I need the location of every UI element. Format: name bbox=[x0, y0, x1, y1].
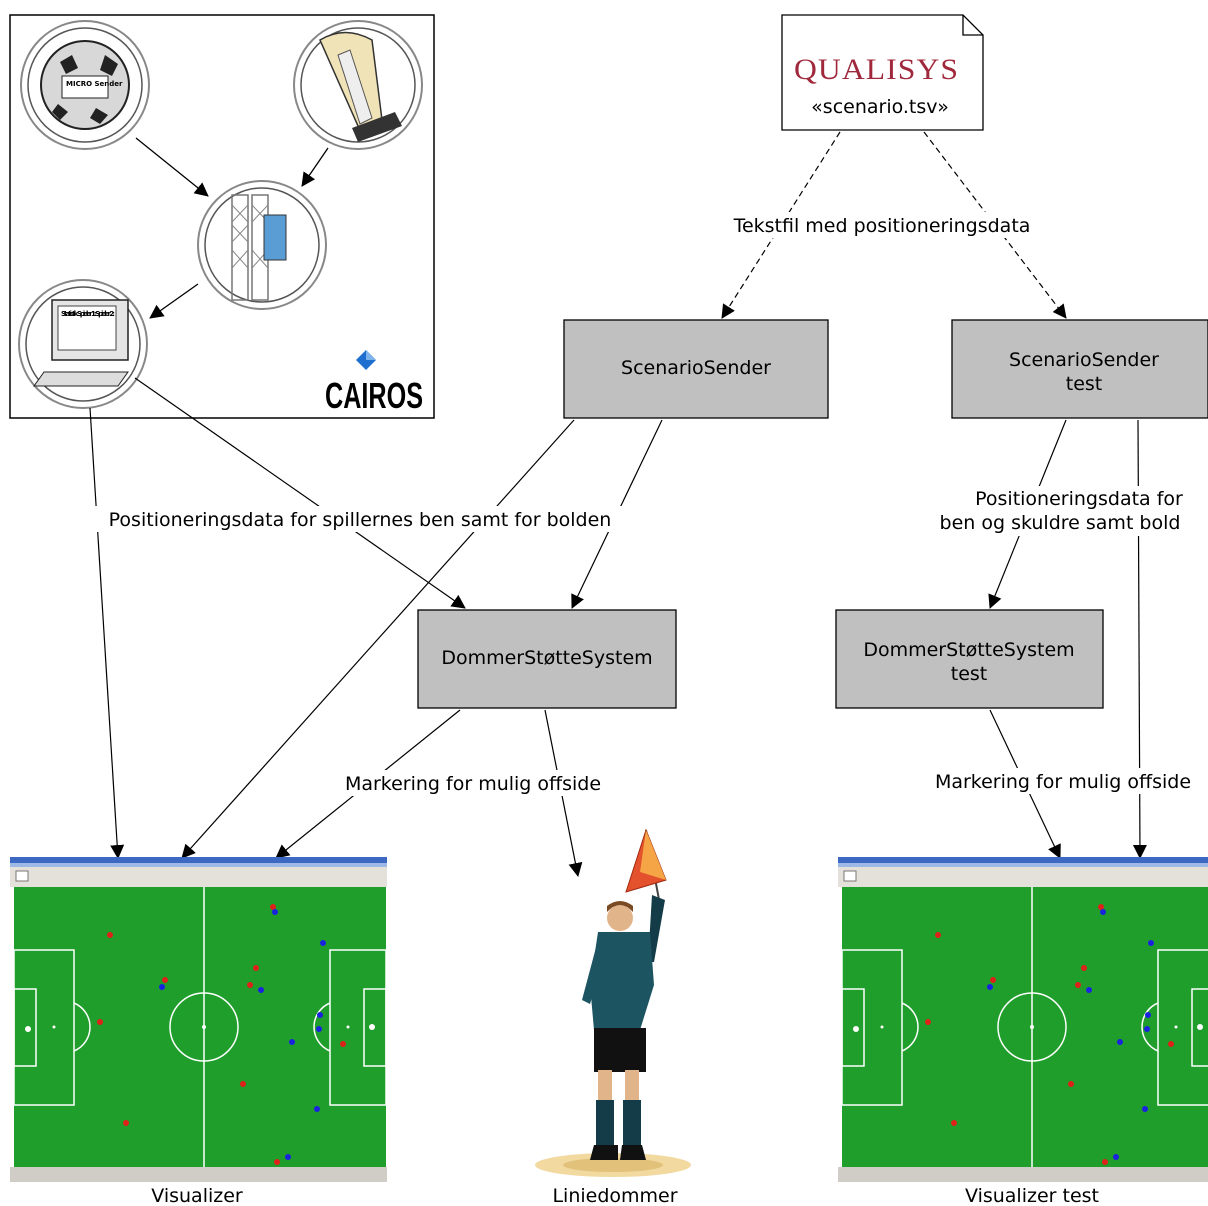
cairos-logo: CAIROS bbox=[325, 350, 423, 416]
dommer-stotte-system-test-box: DommerStøtteSystem test bbox=[835, 609, 1104, 709]
positioneringsdata-test-label-1: Positioneringsdata for bbox=[975, 488, 1183, 510]
monitor-text: Statistik Spieler 1: Spieler 2: bbox=[61, 310, 115, 318]
dommer-test-label-1: DommerStøtteSystem bbox=[863, 639, 1074, 661]
markering-label: Markering for mulig offside bbox=[345, 773, 601, 795]
scenario-sender-test-label-1: ScenarioSender bbox=[1009, 349, 1159, 371]
micro-sender-ball-icon: MICRO Sender bbox=[20, 20, 150, 150]
visualizer-screenshot bbox=[9, 856, 388, 1183]
label-positioneringsdata: Positioneringsdata for spillernes ben sa… bbox=[76, 506, 646, 532]
statistics-computer-icon: Statistik Spieler 1: Spieler 2: bbox=[18, 279, 148, 409]
scenario-sender-label: ScenarioSender bbox=[621, 357, 771, 379]
edge-qualisys-to-sender-test bbox=[923, 131, 1067, 319]
dommer-stotte-system-box: DommerStøtteSystem bbox=[417, 609, 677, 709]
qualisys-file-node: QUALISYS «scenario.tsv» bbox=[781, 14, 984, 131]
antenna-receiver-icon bbox=[197, 180, 327, 310]
scenario-file-name: «scenario.tsv» bbox=[811, 96, 949, 118]
shin-guard-sensor-icon bbox=[293, 20, 423, 150]
edge-cairos-to-dommer bbox=[134, 377, 466, 609]
dommer-test-label-2: test bbox=[951, 663, 988, 685]
micro-sender-text: MICRO Sender bbox=[66, 80, 123, 88]
markering-test-label: Markering for mulig offside bbox=[935, 771, 1191, 793]
cairos-panel: MICRO Sender Statistik Spieler 1: Spiele… bbox=[9, 14, 435, 419]
label-markering: Markering for mulig offside bbox=[326, 770, 620, 796]
cairos-logo-text: CAIROS bbox=[325, 375, 423, 416]
tekstfil-label: Tekstfil med positioneringsdata bbox=[733, 215, 1031, 237]
liniedommer-caption: Liniedommer bbox=[552, 1185, 677, 1206]
label-tekstfil: Tekstfil med positioneringsdata bbox=[712, 212, 1054, 238]
dommer-label: DommerStøtteSystem bbox=[441, 647, 652, 669]
visualizer-test-screenshot bbox=[838, 857, 1208, 1182]
label-positioneringsdata-test: Positioneringsdata for ben og skuldre sa… bbox=[920, 486, 1202, 536]
scenario-sender-test-box: ScenarioSender test bbox=[951, 319, 1208, 419]
linesman-figure bbox=[535, 828, 691, 1177]
visualizer-test-caption: Visualizer test bbox=[965, 1185, 1099, 1206]
visualizer-caption: Visualizer bbox=[151, 1185, 243, 1206]
scenario-sender-box: ScenarioSender bbox=[563, 319, 829, 419]
edge-sender-to-visualizer bbox=[181, 419, 575, 859]
edge-cairos-to-visualizer bbox=[89, 407, 125, 859]
positioneringsdata-label: Positioneringsdata for spillernes ben sa… bbox=[109, 509, 612, 531]
positioneringsdata-test-label-2: ben og skuldre samt bold bbox=[940, 512, 1181, 534]
label-markering-test: Markering for mulig offside bbox=[916, 768, 1208, 794]
qualisys-logo: QUALISYS bbox=[794, 53, 959, 86]
scenario-sender-test-label-2: test bbox=[1066, 373, 1103, 395]
